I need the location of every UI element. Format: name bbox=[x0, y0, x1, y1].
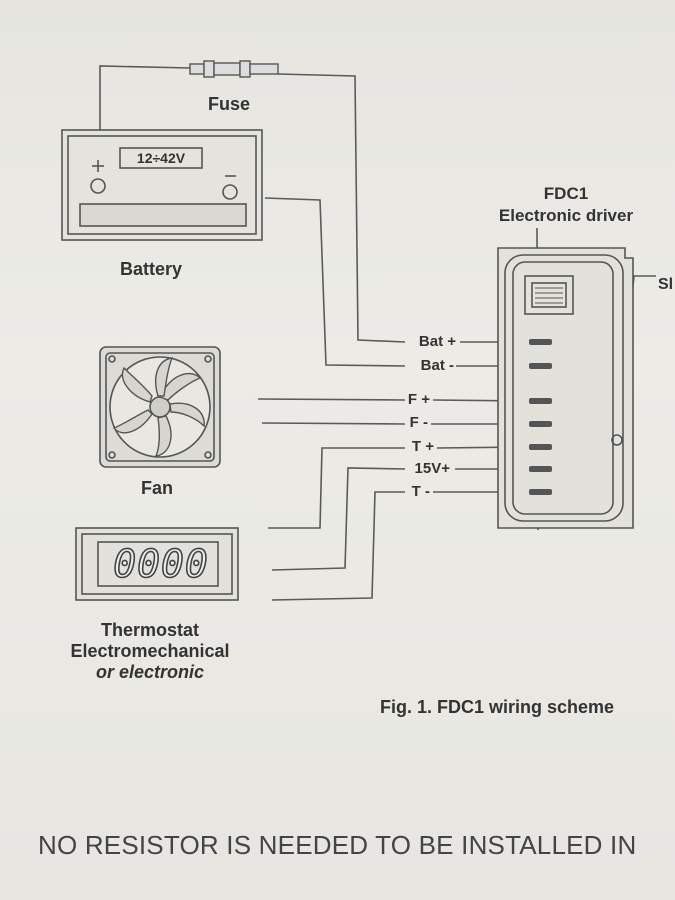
driver-box bbox=[497, 247, 634, 529]
thermostat-label-line1: Thermostat bbox=[100, 620, 199, 640]
terminal-bat-minus: Bat - bbox=[420, 357, 454, 374]
fuse-icon bbox=[189, 60, 279, 78]
thermostat-label-line3: or electronic bbox=[95, 662, 205, 682]
driver-pins bbox=[529, 339, 552, 495]
driver-title: FDC1 Electronic driver bbox=[486, 183, 646, 227]
thermostat-icon bbox=[75, 527, 239, 601]
figure-caption: Fig. 1. FDC1 wiring scheme bbox=[380, 697, 615, 717]
wire-fuse-to-bat-plus bbox=[277, 73, 406, 343]
terminal-t-minus: T - bbox=[411, 483, 430, 500]
terminal-f-minus: F - bbox=[409, 414, 428, 431]
terminal-bat-plus: Bat + bbox=[418, 333, 456, 350]
battery-voltage: 12÷42V bbox=[136, 150, 186, 166]
fan-icon bbox=[99, 346, 221, 468]
fuse-label: Fuse bbox=[208, 94, 251, 114]
driver-name: FDC1 bbox=[543, 184, 589, 203]
wire-thermo-15v bbox=[271, 467, 406, 571]
wire-battery-positive bbox=[99, 65, 191, 130]
terminal-f-plus: F + bbox=[407, 391, 430, 408]
wire-fan-minus bbox=[261, 422, 406, 425]
thermostat-label-line2: Electromechanical bbox=[70, 641, 230, 661]
footer-text: NO RESISTOR IS NEEDED TO BE INSTALLED IN bbox=[38, 830, 637, 860]
thermostat-label: Thermostat Electromechanical or electron… bbox=[40, 620, 260, 683]
wire-thermo-tminus bbox=[271, 491, 405, 601]
battery-label: Battery bbox=[120, 259, 183, 279]
terminal-15v-plus: 15V+ bbox=[414, 460, 450, 477]
battery-icon bbox=[61, 129, 263, 241]
thermostat-display: 0000 bbox=[112, 542, 209, 586]
wire-battery-negative bbox=[264, 197, 406, 367]
driver-side-label: Sl bbox=[658, 276, 674, 293]
fan-label: Fan bbox=[141, 478, 174, 498]
driver-subtitle: Electronic driver bbox=[498, 206, 634, 225]
wire-fan-plus bbox=[257, 398, 406, 401]
wire-thermo-tplus bbox=[268, 447, 405, 529]
terminal-t-plus: T + bbox=[411, 438, 434, 455]
